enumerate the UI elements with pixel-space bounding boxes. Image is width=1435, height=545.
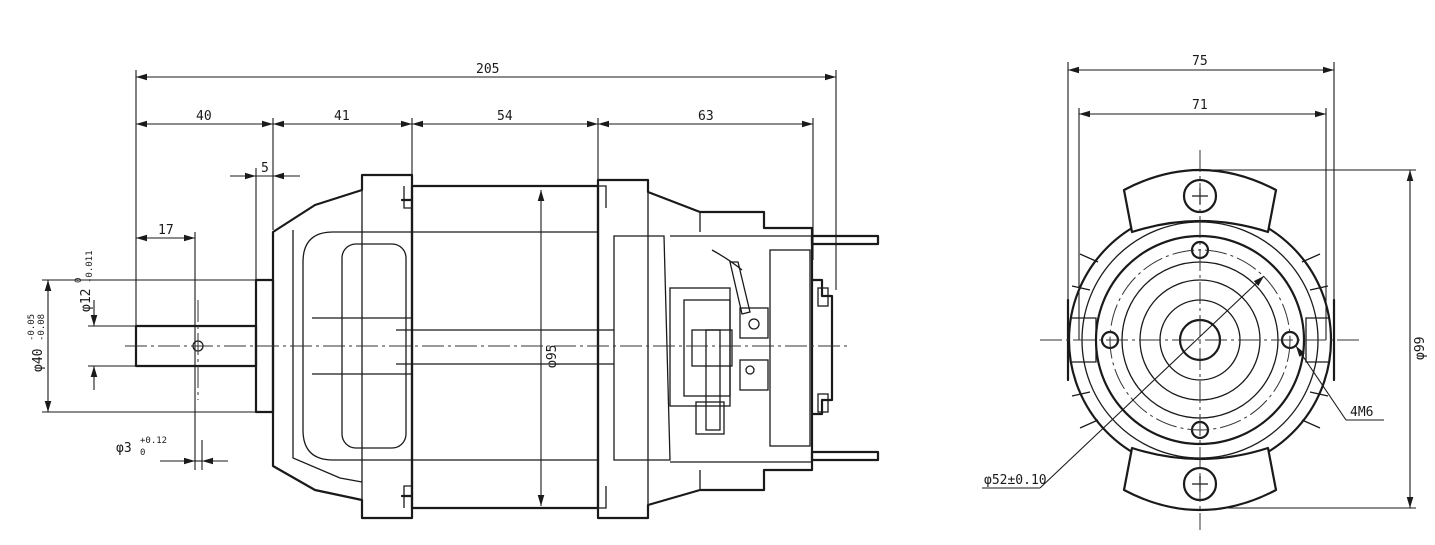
front-extension-lines xyxy=(1067,62,1416,509)
dim-segment-2: 41 xyxy=(273,109,412,128)
dim-hole-diameter-tol-lower: 0 xyxy=(140,448,145,458)
dim-hole-diameter: φ3 +0.12 0 xyxy=(116,436,228,465)
dim-flange-diameter: φ40 -0.05 -0.08 xyxy=(27,280,52,412)
dim-overall-length: 205 xyxy=(136,62,836,81)
dim-overall-length-label: 205 xyxy=(476,62,499,77)
dim-shaft-diameter: φ12 0 -0.011 xyxy=(74,250,98,390)
brush-holder xyxy=(669,249,811,447)
dim-shaft-step-label: 5 xyxy=(261,161,269,176)
extension-lines xyxy=(135,70,837,470)
dim-segment-2-label: 41 xyxy=(334,109,350,124)
dim-outer-width: 75 xyxy=(1068,54,1334,74)
dim-segment-1-label: 40 xyxy=(196,109,212,124)
dim-body-diameter: φ95 xyxy=(537,190,560,506)
dim-bolt-circle: φ52±0.10 xyxy=(982,275,1265,489)
dim-shaft-diameter-tol-lower: -0.011 xyxy=(85,250,95,283)
front-view: 75 71 φ99 xyxy=(982,54,1428,530)
side-view: 205 40 41 54 63 5 17 xyxy=(27,62,880,520)
stator-body xyxy=(396,184,614,510)
dim-shaft-step: 5 xyxy=(230,161,300,180)
dim-flange-diameter-tol-lower: -0.08 xyxy=(37,314,47,341)
dim-bolt-circle-label: φ52±0.10 xyxy=(984,473,1047,488)
dim-shaft-diameter-label: φ12 xyxy=(79,289,94,312)
dim-hole-position: 17 xyxy=(136,223,195,242)
left-extensions xyxy=(42,279,256,413)
dim-inner-width: 71 xyxy=(1079,98,1326,118)
thread-callout-label: 4M6 xyxy=(1350,405,1373,420)
dim-flange-diameter-tol-upper: -0.05 xyxy=(27,314,37,341)
front-end-cap xyxy=(271,173,414,520)
dim-flange-diameter-label: φ40 xyxy=(31,349,46,372)
radial-ribs xyxy=(1071,253,1329,429)
dim-segment-3: 54 xyxy=(412,109,598,128)
dim-segment-4: 63 xyxy=(598,109,813,128)
dim-outer-width-label: 75 xyxy=(1192,54,1208,69)
dim-body-diameter-label: φ95 xyxy=(545,345,560,368)
dim-height-label: φ99 xyxy=(1413,337,1428,360)
dim-shaft-diameter-tol-upper: 0 xyxy=(74,278,84,283)
dim-hole-position-label: 17 xyxy=(158,223,174,238)
dim-inner-width-label: 71 xyxy=(1192,98,1208,113)
dim-segment-3-label: 54 xyxy=(497,109,513,124)
dim-hole-diameter-label: φ3 xyxy=(116,441,132,456)
dim-segment-4-label: 63 xyxy=(698,109,714,124)
dim-height: φ99 xyxy=(1406,170,1428,508)
dim-hole-diameter-tol-upper: +0.12 xyxy=(140,436,167,446)
rear-end-cap xyxy=(596,178,880,520)
thread-callout: 4M6 xyxy=(1295,345,1384,421)
dim-segment-1: 40 xyxy=(136,109,273,128)
